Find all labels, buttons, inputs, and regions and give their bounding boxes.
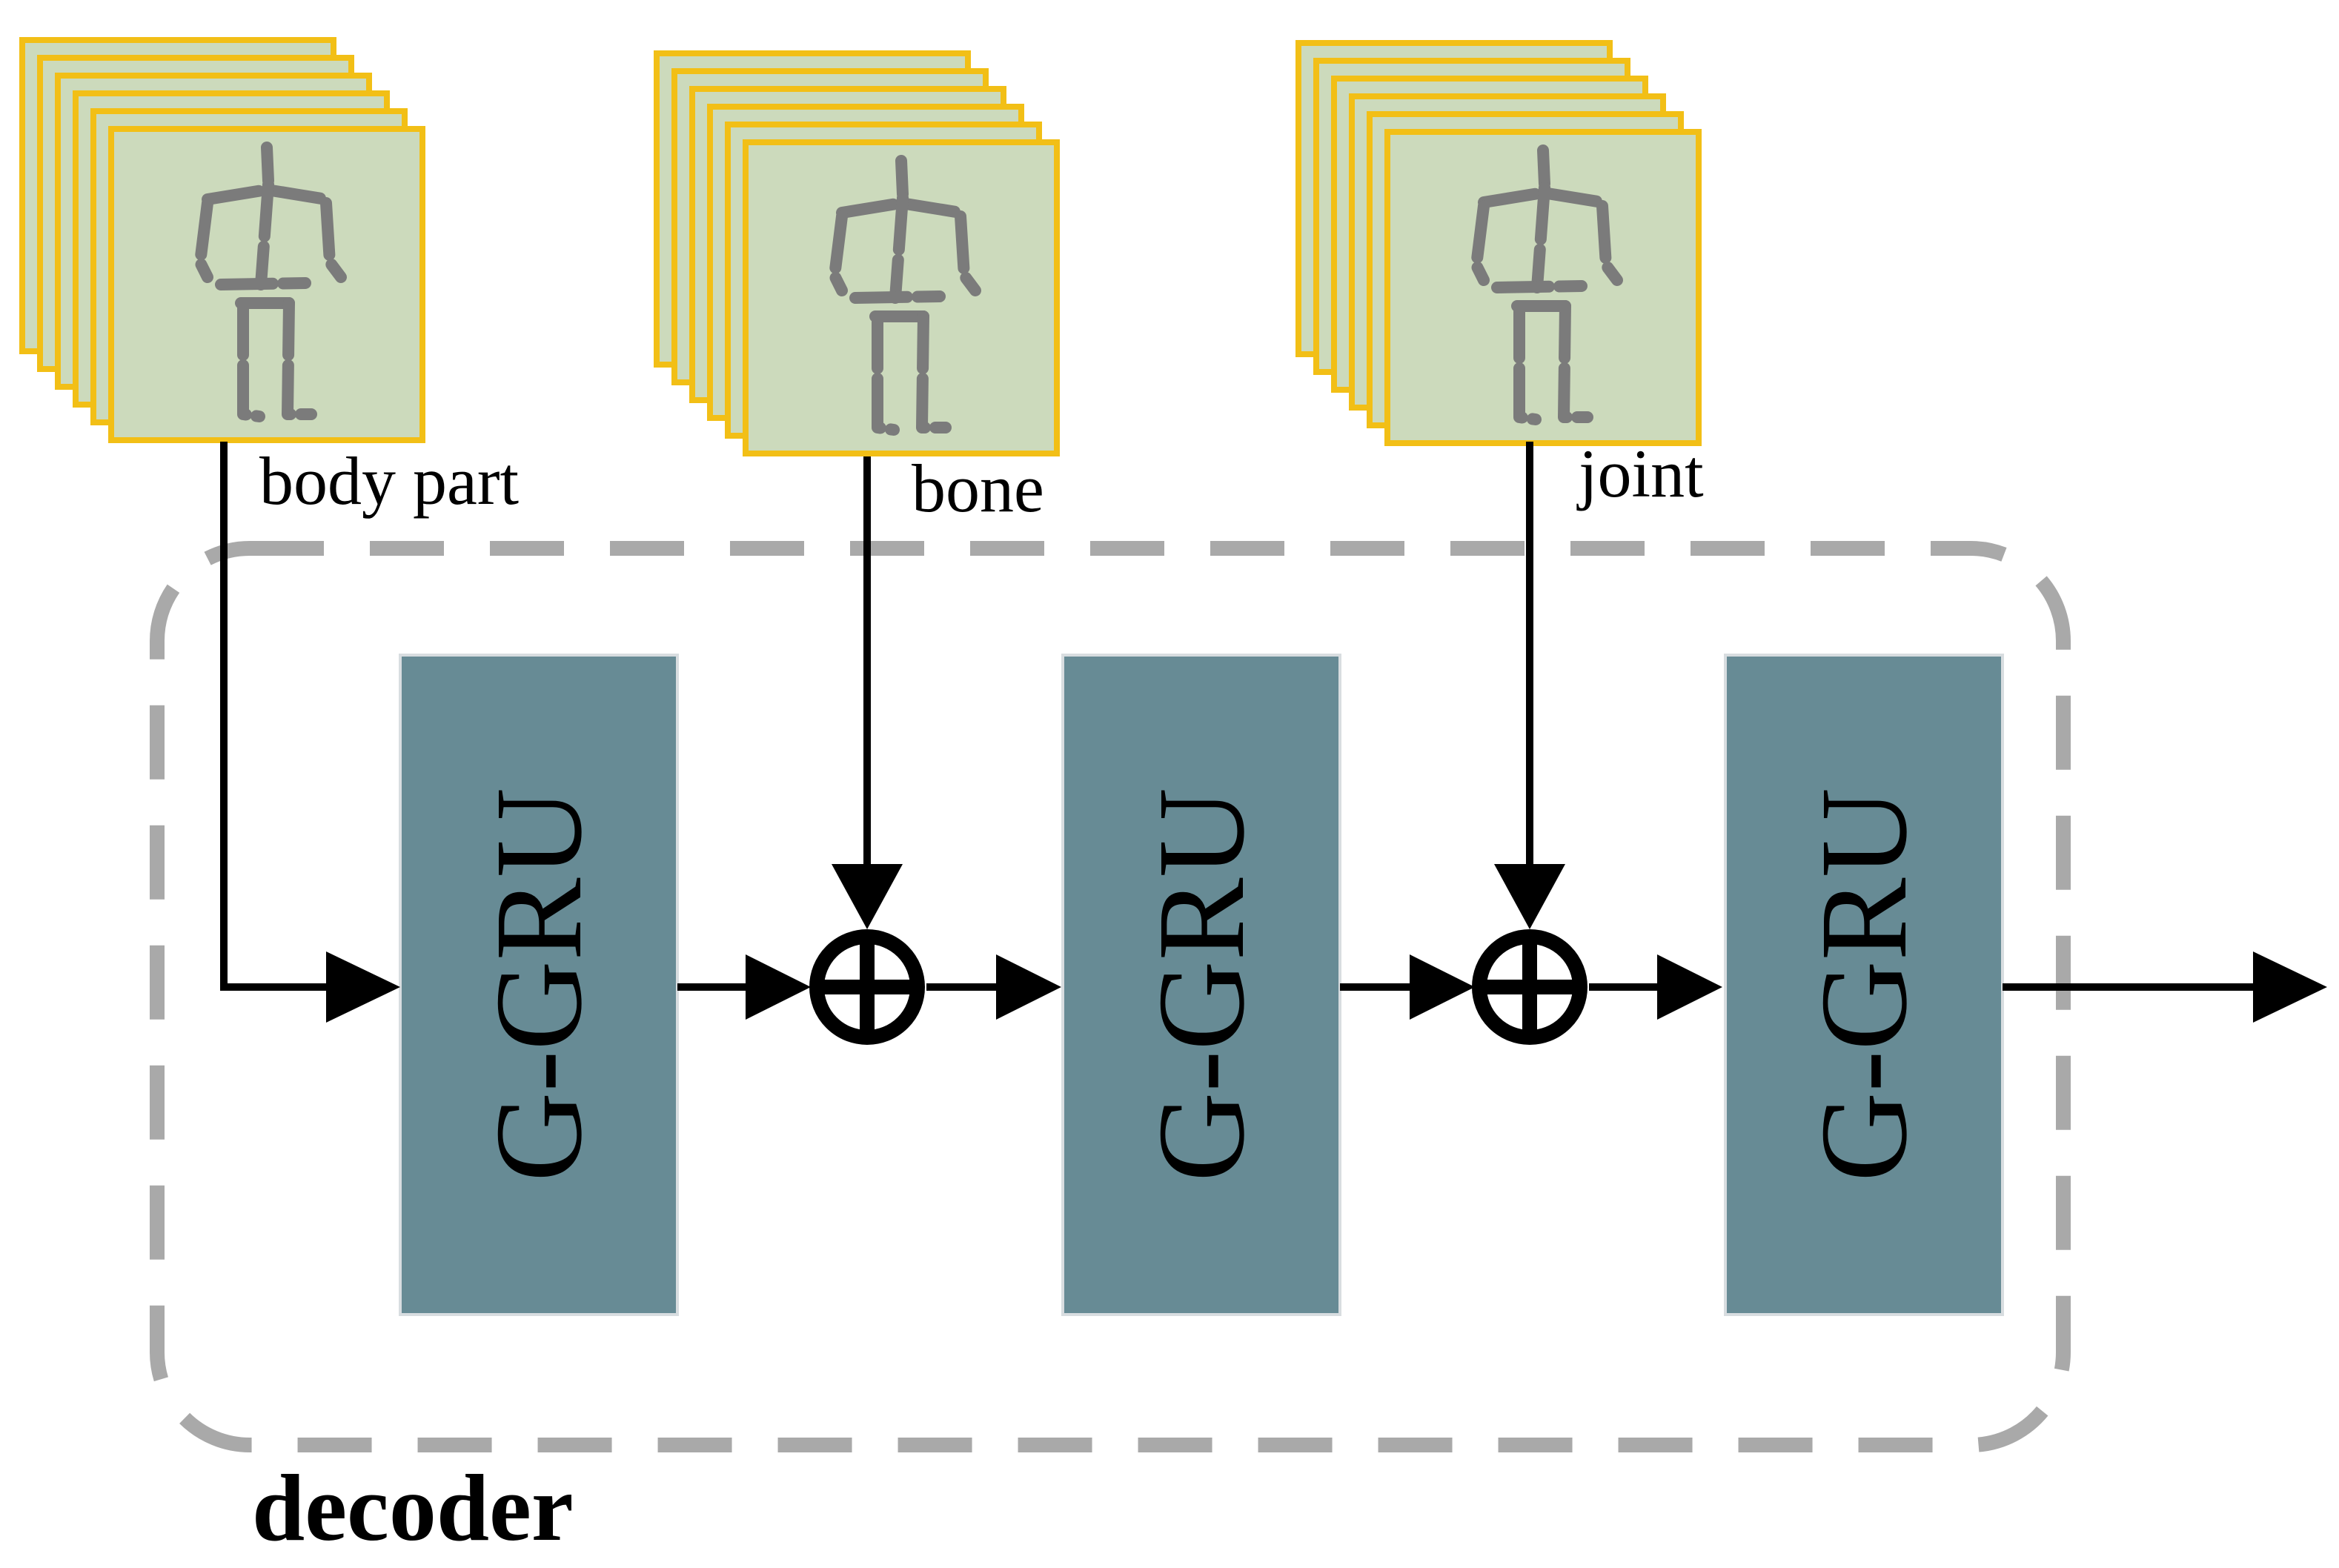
joint-label: joint (1576, 436, 1704, 511)
gru-block-3: G-GRU (1724, 654, 2004, 1316)
arrowhead (832, 864, 903, 929)
arrowhead (2253, 951, 2327, 1023)
gru-block-1: G-GRU (399, 654, 679, 1316)
arrowhead (1657, 954, 1722, 1020)
arrowhead (1494, 864, 1565, 929)
bone-frame-stack (654, 50, 1060, 456)
decoder-label: decoder (252, 1455, 574, 1561)
gru-block-2: G-GRU (1061, 654, 1341, 1316)
add-node-2 (1472, 929, 1587, 1045)
decoder-container (150, 541, 2071, 1452)
arrowhead (996, 954, 1061, 1020)
body-part-frame-stack (19, 37, 425, 443)
joint-frame-stack (1295, 40, 1702, 446)
arrowhead (1410, 954, 1475, 1020)
svg-text:G-GRU: G-GRU (470, 788, 608, 1182)
skeleton-frame (1384, 129, 1702, 446)
bone-label: bone (912, 451, 1044, 526)
body-part-label: body part (259, 443, 519, 519)
svg-text:G-GRU: G-GRU (1132, 788, 1270, 1182)
body-part-connector (220, 442, 334, 991)
add-node-1 (809, 929, 925, 1045)
svg-text:G-GRU: G-GRU (1795, 788, 1933, 1182)
skeleton-frame (108, 126, 425, 443)
arrowhead (746, 954, 811, 1020)
arrowhead (326, 951, 400, 1023)
skeleton-frame (743, 139, 1060, 456)
